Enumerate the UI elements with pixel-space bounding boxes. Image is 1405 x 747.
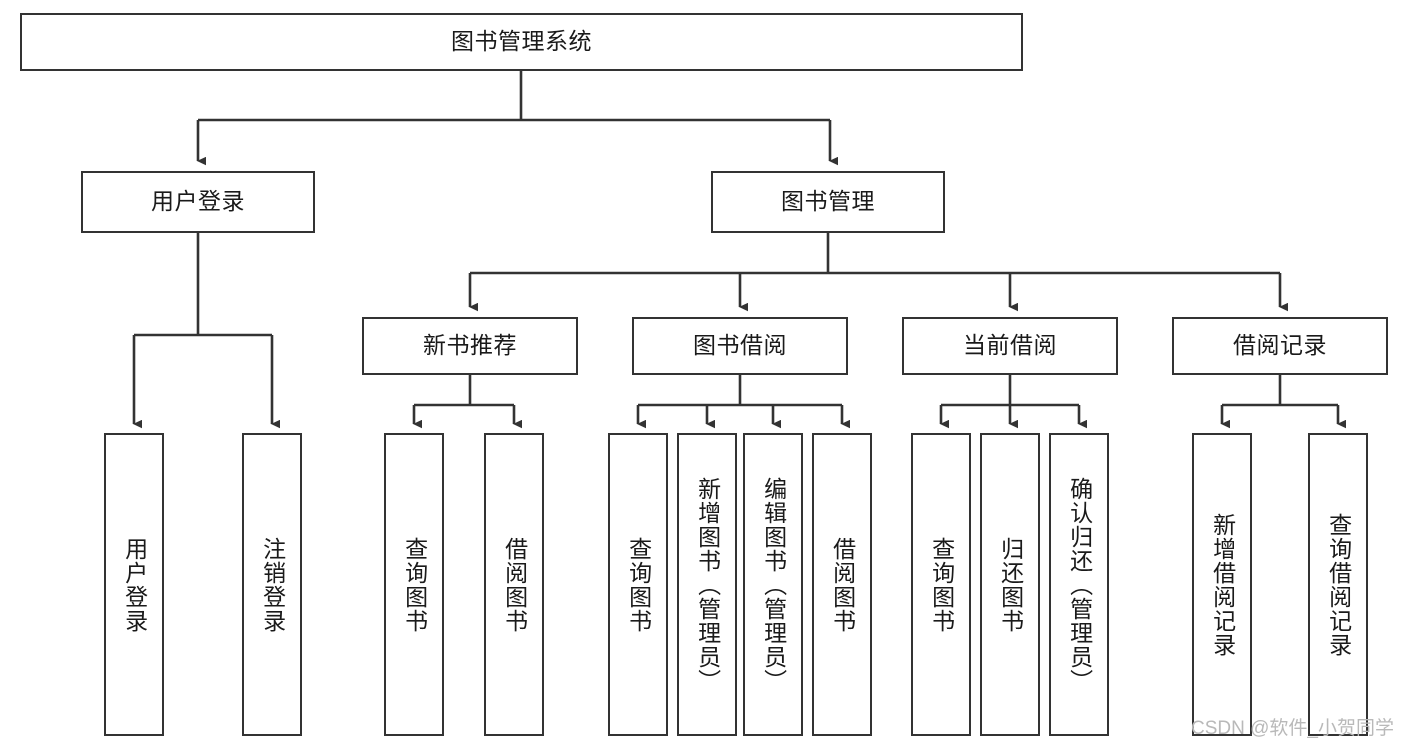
leaf-edit-book-label: 编辑图书（管理员） [760, 476, 787, 693]
leaf-add-record-label: 新增借阅记录 [1209, 512, 1236, 657]
leaf-add-record[interactable]: 新增借阅记录 [1192, 433, 1252, 736]
leaf-query-book-2[interactable]: 查询图书 [608, 433, 668, 736]
node-root-system[interactable]: 图书管理系统 [20, 13, 1023, 71]
node-book-management[interactable]: 图书管理 [711, 171, 945, 233]
node-user-login-label: 用户登录 [151, 188, 245, 215]
leaf-confirm-return[interactable]: 确认归还（管理员） [1049, 433, 1109, 736]
leaf-query-record-label: 查询借阅记录 [1325, 512, 1352, 657]
leaf-logout-login-label: 注销登录 [259, 536, 286, 633]
node-current-borrow-label: 当前借阅 [963, 332, 1057, 359]
node-book-borrow[interactable]: 图书借阅 [632, 317, 848, 375]
leaf-return-book-label: 归还图书 [997, 536, 1024, 633]
leaf-query-book-3[interactable]: 查询图书 [911, 433, 971, 736]
leaf-user-login[interactable]: 用户登录 [104, 433, 164, 736]
node-book-borrow-label: 图书借阅 [693, 332, 787, 359]
leaf-borrow-book-2-label: 借阅图书 [829, 536, 856, 633]
leaf-borrow-book-1-label: 借阅图书 [501, 536, 528, 633]
leaf-return-book[interactable]: 归还图书 [980, 433, 1040, 736]
leaf-add-book-label: 新增图书（管理员） [694, 476, 721, 693]
node-root-system-label: 图书管理系统 [451, 28, 592, 55]
leaf-logout-login[interactable]: 注销登录 [242, 433, 302, 736]
csdn-watermark: CSDN @软件_小贺同学 [1191, 718, 1394, 739]
leaf-query-book-2-label: 查询图书 [625, 536, 652, 633]
leaf-query-book-1-label: 查询图书 [401, 536, 428, 633]
leaf-edit-book[interactable]: 编辑图书（管理员） [743, 433, 803, 736]
leaf-borrow-book-1[interactable]: 借阅图书 [484, 433, 544, 736]
leaf-confirm-return-label: 确认归还（管理员） [1066, 476, 1093, 693]
node-book-management-label: 图书管理 [781, 188, 875, 215]
leaf-add-book[interactable]: 新增图书（管理员） [677, 433, 737, 736]
leaf-query-book-1[interactable]: 查询图书 [384, 433, 444, 736]
node-borrow-record[interactable]: 借阅记录 [1172, 317, 1388, 375]
leaf-borrow-book-2[interactable]: 借阅图书 [812, 433, 872, 736]
leaf-user-login-label: 用户登录 [121, 536, 148, 633]
node-new-book-recommend-label: 新书推荐 [423, 332, 517, 359]
node-user-login[interactable]: 用户登录 [81, 171, 315, 233]
node-current-borrow[interactable]: 当前借阅 [902, 317, 1118, 375]
leaf-query-book-3-label: 查询图书 [928, 536, 955, 633]
leaf-query-record[interactable]: 查询借阅记录 [1308, 433, 1368, 736]
node-borrow-record-label: 借阅记录 [1233, 332, 1327, 359]
node-new-book-recommend[interactable]: 新书推荐 [362, 317, 578, 375]
